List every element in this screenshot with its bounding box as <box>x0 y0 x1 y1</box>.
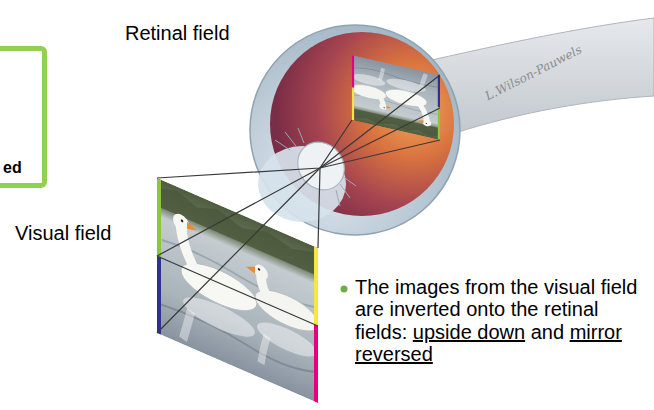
sclera <box>250 25 460 235</box>
underlined-text: upside down <box>413 321 525 343</box>
bullet-text-part: and <box>531 321 564 343</box>
part-label: Retinal field <box>125 22 230 45</box>
part-label: Visual field <box>15 222 111 245</box>
ciliary-fibres <box>275 128 356 206</box>
optic-nerve <box>432 18 654 134</box>
retinal-image <box>351 55 440 140</box>
box-text: ed <box>3 159 42 177</box>
bullet-dot <box>341 286 348 293</box>
outlined-box: ed <box>0 46 47 188</box>
bullet-text: The images from the visual field are inv… <box>355 276 647 366</box>
